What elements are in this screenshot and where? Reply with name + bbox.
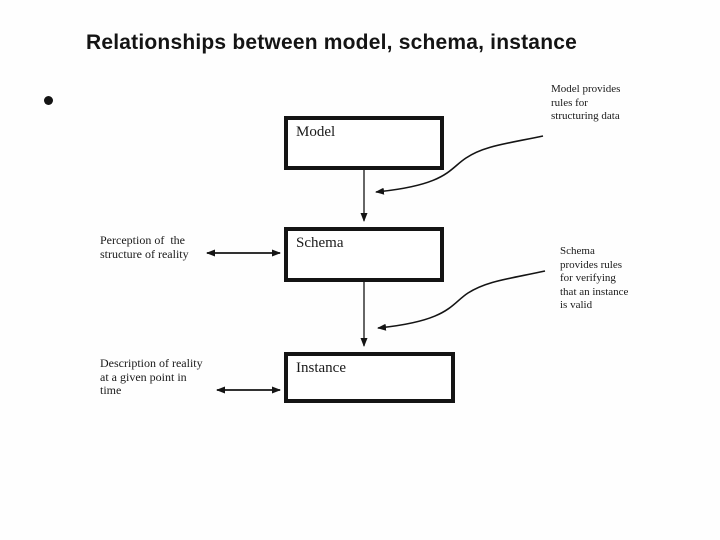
bullet-dot-icon (44, 96, 53, 105)
schema-note: Schema provides rules for verifying that… (560, 245, 629, 311)
instance-box-label: Instance (296, 360, 346, 376)
schema-box-label: Schema (296, 235, 344, 251)
schema-note-curved-arrow (377, 270, 546, 331)
model-note: Model provides rules for structuring dat… (551, 83, 621, 122)
slide-title: Relationships between model, schema, ins… (86, 31, 577, 54)
schema-box: Schema (284, 227, 444, 282)
model-note-curved-arrow (375, 135, 544, 195)
model-box: Model (284, 116, 444, 170)
perception-note: Perception of the structure of reality (100, 233, 189, 261)
description-note: Description of reality at a given point … (100, 356, 203, 397)
model-box-label: Model (296, 124, 336, 140)
instance-box: Instance (284, 352, 455, 403)
